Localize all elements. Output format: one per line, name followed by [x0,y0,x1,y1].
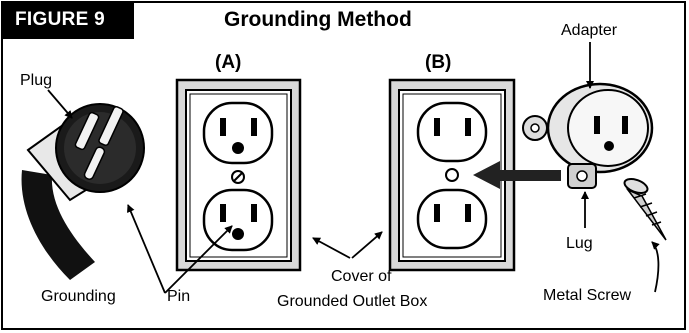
figure-title: Grounding Method [224,8,412,31]
outlet-a-label: (A) [215,52,242,73]
adapter-illustration [522,82,654,189]
outlet-a-illustration [175,78,302,272]
insert-arrow [473,161,561,189]
plug-label: Plug [20,72,53,89]
plug-illustration [21,103,145,280]
pin-label: Pin [167,288,191,305]
outlet-b-label: (B) [425,52,452,73]
lug-label: Lug [566,235,593,252]
cover-label-line1: Cover of [331,268,392,285]
metal-screw-illustration [623,178,667,241]
adapter-label: Adapter [561,22,618,39]
figure-tag: FIGURE 9 [1,1,134,39]
cover-label-line2: Grounded Outlet Box [277,293,428,310]
metal-screw-label: Metal Screw [543,287,632,304]
grounding-label: Grounding [41,288,116,305]
leader-lines [47,42,660,294]
